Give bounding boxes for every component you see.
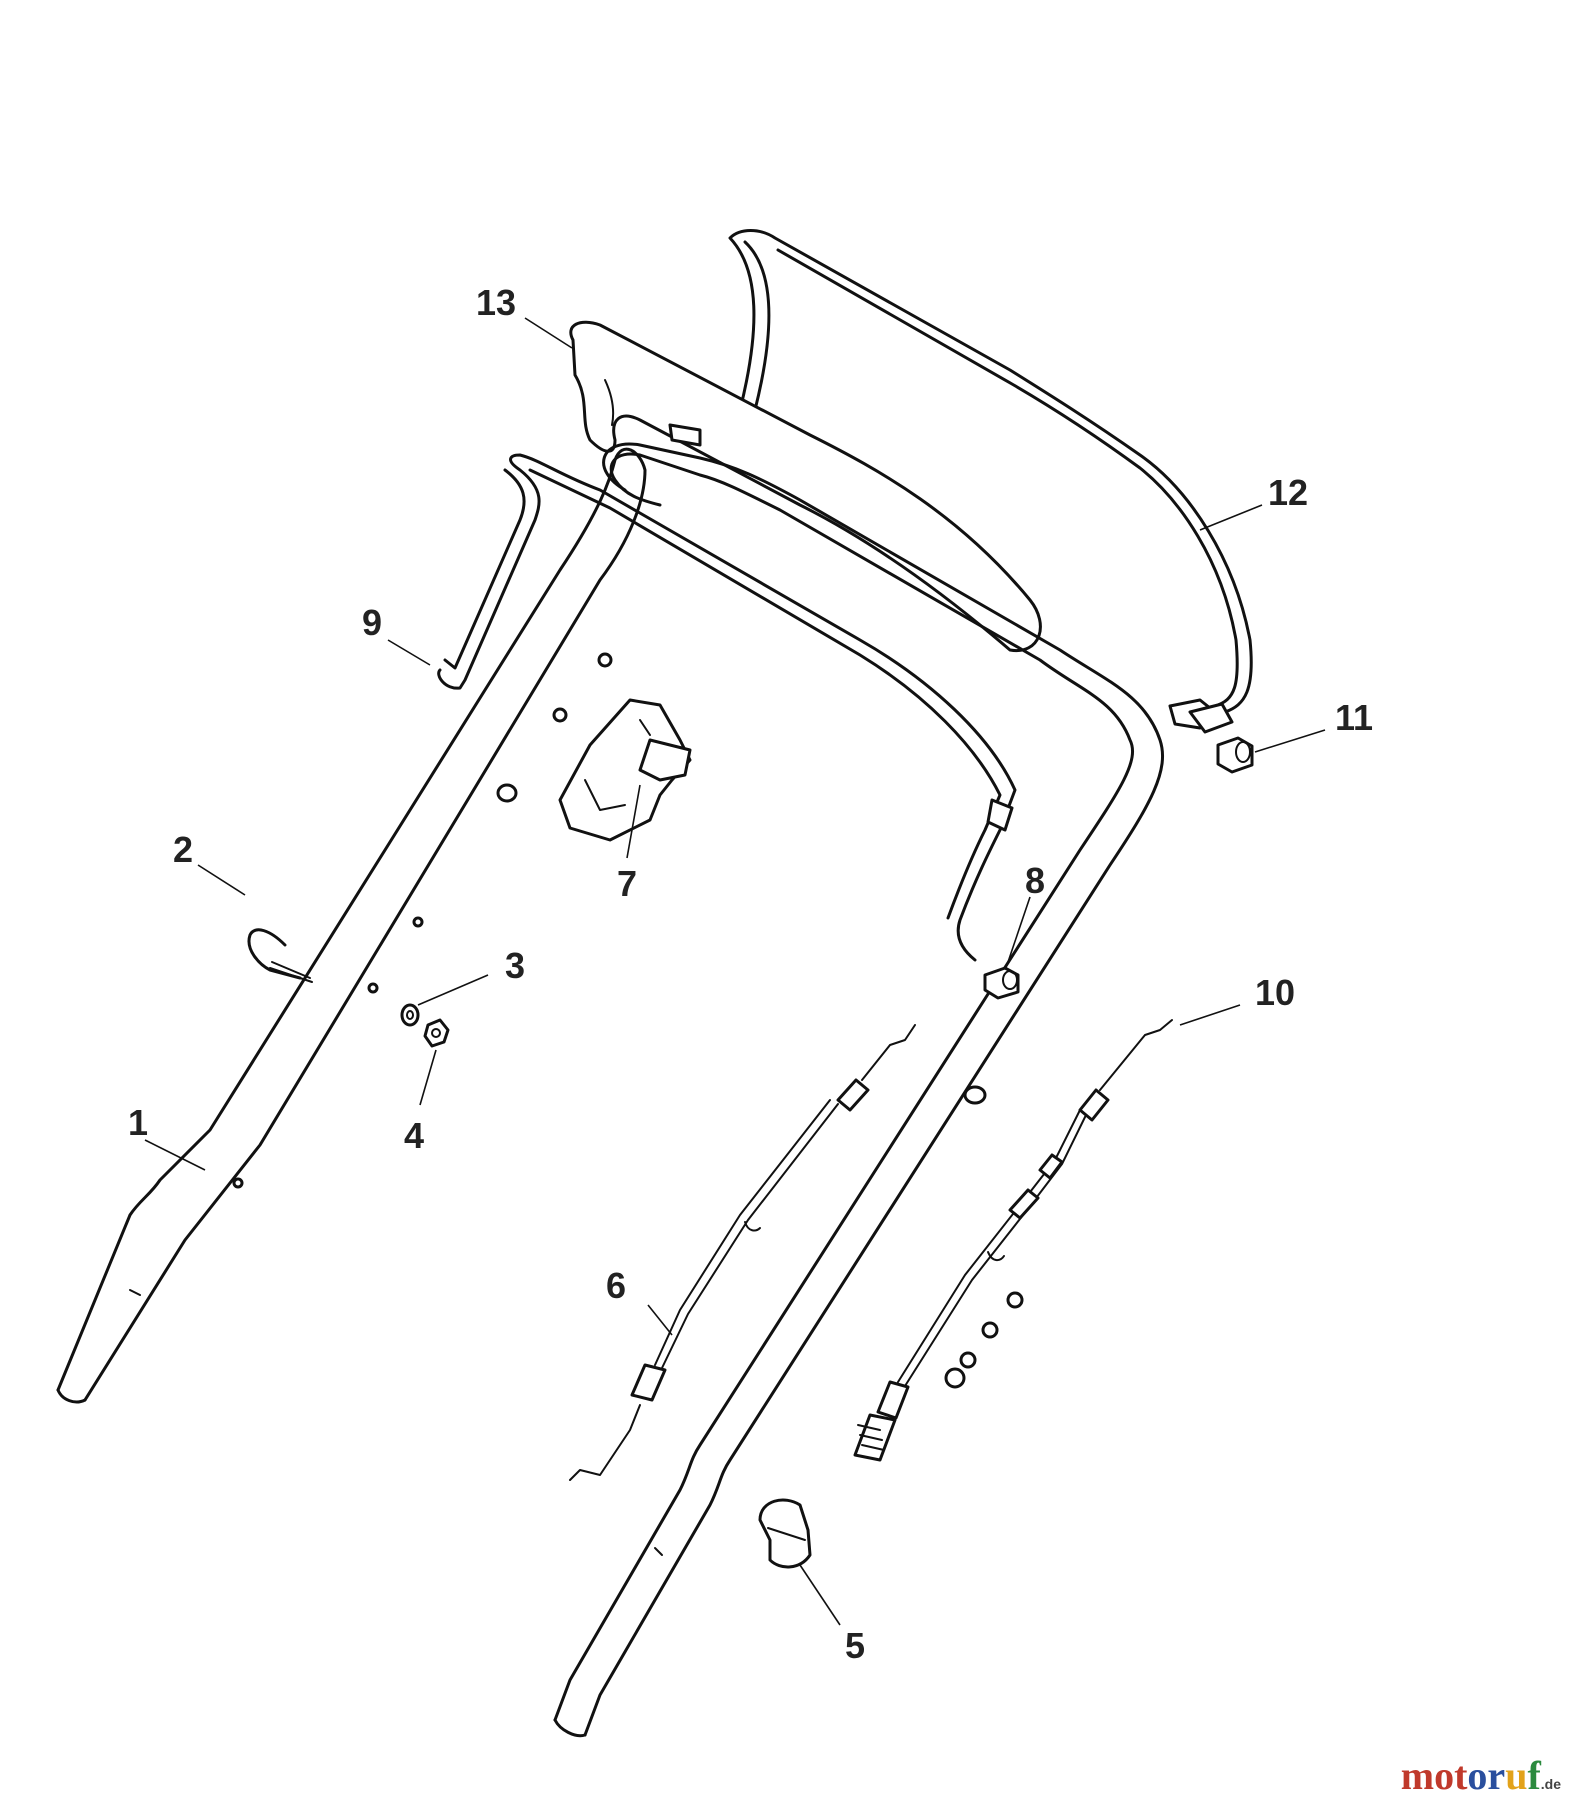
control-bail	[437, 453, 1017, 962]
callout-10: 10	[1255, 972, 1295, 1013]
drive-cable	[569, 1024, 916, 1481]
bushing	[983, 966, 1020, 1000]
watermark-suffix: .de	[1540, 1776, 1561, 1792]
watermark-part-4: f	[1527, 1753, 1541, 1798]
callout-8: 8	[1025, 860, 1045, 901]
callout-6: 6	[606, 1265, 626, 1306]
control-box	[558, 698, 692, 842]
watermark-part-3: u	[1505, 1753, 1528, 1798]
watermark-part-2: or	[1467, 1753, 1506, 1798]
callout-3: 3	[505, 945, 525, 986]
nut	[423, 1018, 450, 1048]
cable-hook	[247, 928, 313, 983]
watermark-part-1: mot	[1400, 1753, 1468, 1798]
blade-brake-bail	[728, 229, 1253, 734]
handle-grip	[569, 320, 1042, 652]
callout-13: 13	[476, 282, 516, 323]
cable-clip	[758, 1498, 812, 1569]
site-watermark: motoruf.de	[1401, 1756, 1561, 1796]
callout-5: 5	[845, 1625, 865, 1666]
bushing-right	[1216, 736, 1254, 774]
leader-lines	[144, 317, 1326, 1626]
callout-7: 7	[617, 863, 637, 904]
washer	[400, 1003, 420, 1027]
callout-4: 4	[404, 1115, 424, 1156]
lower-handle-bar	[56, 447, 647, 1404]
callout-9: 9	[362, 602, 382, 643]
brake-cable	[853, 1019, 1173, 1462]
callout-12: 12	[1268, 472, 1308, 513]
callout-11: 11	[1335, 697, 1373, 738]
callout-2: 2	[173, 829, 193, 870]
callout-1: 1	[128, 1102, 148, 1143]
callout-labels: 1 2 3 4 5 6 7 8 9 10 11 12 13	[128, 282, 1373, 1666]
